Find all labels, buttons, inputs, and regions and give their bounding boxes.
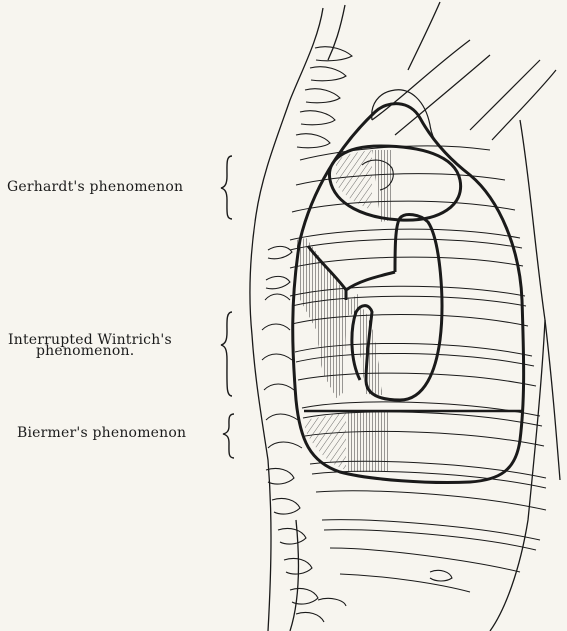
body-outline: [250, 2, 560, 631]
main-cavity: [293, 104, 524, 483]
brace-wintrich: [221, 312, 232, 396]
shoulder-lines: [372, 40, 556, 162]
brace-biermer: [223, 414, 234, 458]
lower-rib-tips: [318, 570, 452, 606]
gerhardt-cavity: [329, 146, 460, 222]
left-rib-ends: [262, 294, 302, 448]
brace-gerhardt: [221, 156, 232, 219]
